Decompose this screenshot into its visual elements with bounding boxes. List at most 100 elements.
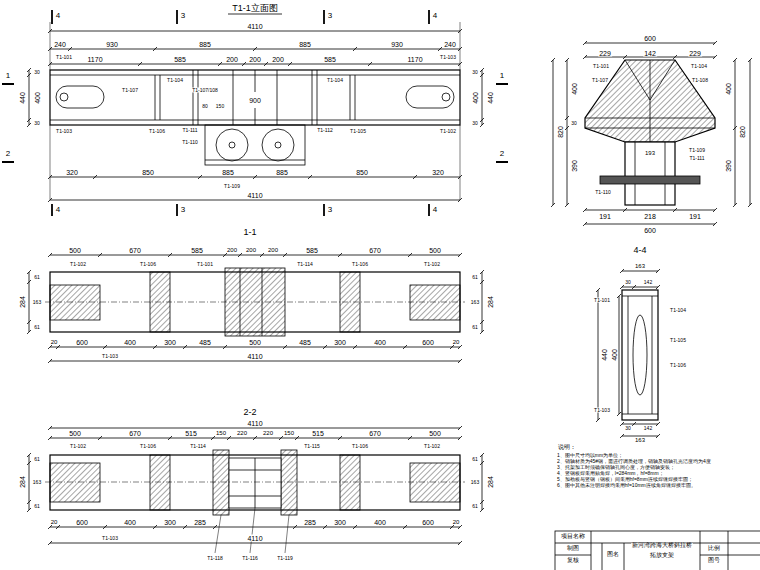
dimension-text: 885	[221, 169, 235, 176]
end-view-part	[625, 142, 675, 205]
dimension-text: 220	[262, 430, 274, 436]
part-number: T1-102	[423, 444, 441, 449]
part-number: T1-109	[223, 184, 241, 189]
dimension-text: 284	[487, 295, 494, 309]
part-number: T1-112	[316, 128, 333, 133]
dimension-text: 20	[452, 519, 461, 525]
title-block-text: 比例	[707, 546, 721, 552]
dimension-text: 4110	[246, 353, 263, 360]
title-block	[555, 531, 760, 570]
part-number: T1-102	[439, 129, 457, 134]
section-1-1-part	[50, 285, 100, 320]
dimension-text: 200	[245, 247, 257, 253]
part-number: T1-110	[594, 190, 611, 195]
note-text: 说明：	[557, 444, 577, 450]
section-4-4-part	[633, 315, 647, 395]
end-view-part	[585, 60, 715, 142]
dimension-text: 142	[643, 50, 657, 57]
section-mark: 3	[327, 12, 333, 20]
dimension-text: 284	[19, 475, 26, 489]
section-2-2-part	[480, 453, 484, 512]
view-title: 2-2	[242, 408, 257, 417]
dimension-text: 515	[184, 430, 198, 437]
dimension-text: 400	[571, 82, 578, 96]
section-2-2-part	[50, 455, 460, 510]
end-view-part	[600, 176, 700, 184]
dimension-text: 1170	[86, 56, 103, 63]
part-number: T1-106	[669, 363, 687, 368]
part-number: T1-115	[303, 444, 320, 449]
elevation-view-part	[442, 93, 450, 101]
part-number: T1-103	[439, 55, 457, 60]
dimension-text: 191	[688, 213, 702, 220]
part-number: T1-111	[181, 128, 198, 133]
dimension-text: 163	[32, 480, 42, 485]
dimension-text: 320	[431, 169, 445, 176]
part-number: T1-103	[55, 129, 73, 134]
dimension-text: 820	[739, 125, 746, 139]
dimension-text: 400	[373, 339, 387, 346]
dimension-text: 585	[173, 56, 187, 63]
part-number: T1-103	[593, 408, 611, 413]
section-mark: 4	[432, 206, 438, 214]
dimension-text: 390	[725, 159, 732, 173]
dimension-text: 30	[471, 70, 479, 75]
dimension-text: 300	[163, 519, 177, 526]
dimension-text: 30	[33, 121, 41, 126]
dimension-text: 600	[643, 227, 657, 234]
dimension-text: 30	[471, 121, 479, 126]
title-block-part	[555, 531, 760, 570]
dimension-text: 61	[471, 275, 479, 280]
dimension-text: 400	[34, 91, 41, 105]
part-number: T1-106	[139, 444, 157, 449]
part-number: T1-101	[592, 64, 610, 69]
part-number: T1-114	[296, 262, 313, 267]
dimension-text: 400	[123, 519, 137, 526]
section-2-2	[27, 426, 484, 553]
section-mark: 4	[55, 206, 61, 214]
elevation-view-part	[50, 70, 460, 125]
dimension-text: 285	[193, 519, 207, 526]
elevation-view-part	[275, 142, 281, 148]
dimension-text: 150	[283, 430, 295, 436]
part-number: T1-101	[55, 55, 73, 60]
elevation-view-part	[262, 129, 294, 161]
dimension-text: 670	[128, 430, 142, 437]
section-1-1-part	[48, 359, 462, 363]
elevation-view-part	[480, 68, 484, 127]
dimension-text: 4110	[246, 192, 263, 199]
elevation-view-part	[228, 14, 282, 15]
part-number: T1-105	[349, 129, 367, 134]
dimension-text: 500	[428, 430, 442, 437]
dimension-text: 885	[198, 41, 212, 48]
section-mark: 1	[499, 72, 505, 80]
dimension-text: 193	[644, 150, 656, 156]
dimension-text: 30	[570, 121, 578, 126]
elevation-view-part	[48, 47, 462, 51]
dimension-text: 218	[643, 213, 657, 220]
dimension-text: 390	[571, 159, 578, 173]
title-block-text: 拓放支架	[649, 553, 675, 559]
elevation-view-part	[48, 62, 462, 66]
end-view-part	[748, 58, 752, 207]
dimension-text: 150	[215, 104, 225, 109]
part-number: T1-116	[241, 556, 258, 561]
dimension-text: 284	[19, 295, 26, 309]
part-number: T1-104	[669, 308, 687, 313]
elevation-view-part	[233, 70, 277, 125]
dimension-text: 515	[311, 430, 325, 437]
dimension-text: 900	[248, 97, 262, 104]
dimension-text: 30	[33, 70, 41, 75]
elevation-view-part	[27, 68, 31, 127]
end-view-part	[583, 208, 717, 212]
dimension-text: 200	[226, 247, 238, 253]
dimension-text: 300	[163, 339, 177, 346]
part-number: T1-106	[148, 129, 166, 134]
dimension-text: 61	[471, 325, 479, 330]
part-number: T1-104	[326, 78, 344, 83]
title-block-part	[555, 531, 760, 570]
end-view-part	[551, 58, 555, 207]
elevation-view-part	[2, 10, 508, 216]
section-mark: 4	[432, 12, 438, 20]
